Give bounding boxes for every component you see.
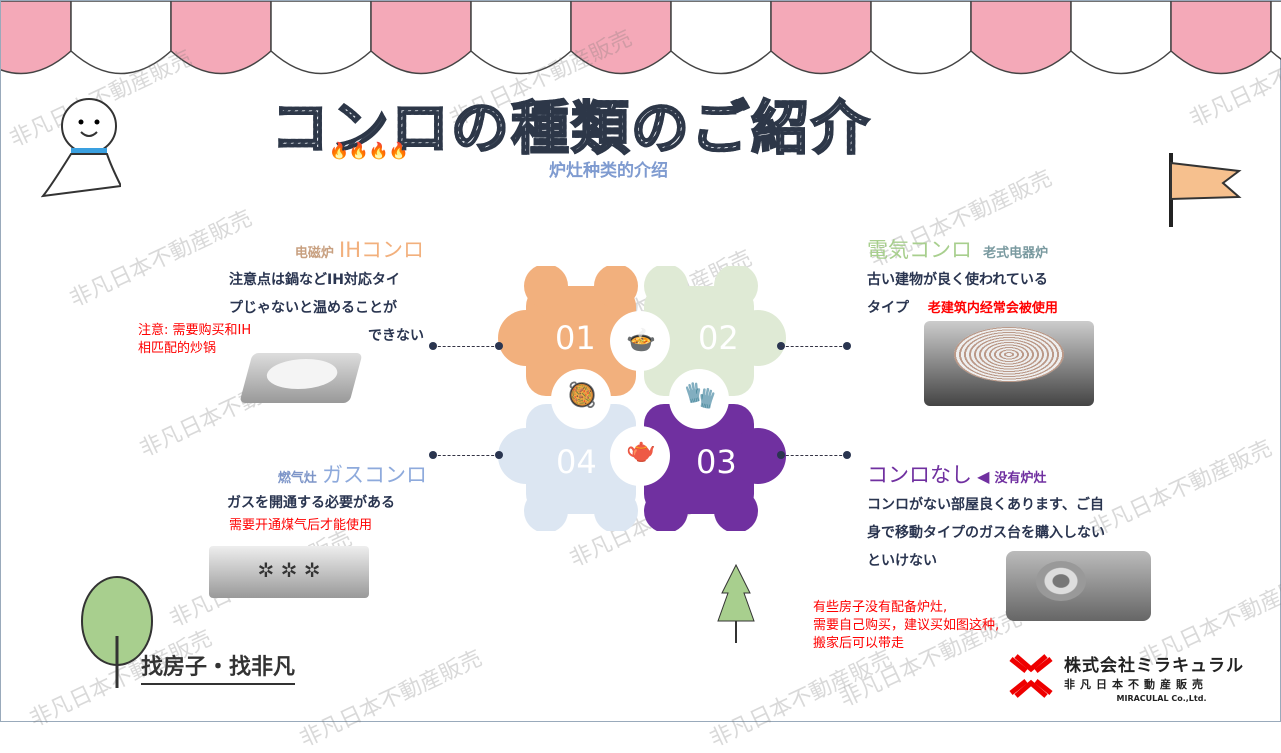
ih-heading: IHコンロ xyxy=(339,238,424,262)
company-logo xyxy=(1009,654,1053,698)
gas-desc: ガスを開通する必要がある xyxy=(227,495,395,511)
connector-line xyxy=(433,346,499,347)
company-name-cn: 非凡日本不動産販売 xyxy=(1064,678,1208,691)
gas-note: 需要开通煤气后才能使用 xyxy=(229,518,373,533)
connector-dot xyxy=(843,342,851,350)
puzzle-number-02: 02 xyxy=(698,319,739,357)
slogan: 找房子・找非凡 xyxy=(141,649,296,685)
company-block: 株式会社ミラキュラル 非凡日本不動産販売 MIRACULAL Co.,Ltd. xyxy=(1064,651,1259,703)
puzzle-graphic xyxy=(498,266,786,531)
none-desc-line: コンロがない部屋良くあります、ご自 xyxy=(867,497,1104,513)
pot-icon: 🥘 xyxy=(567,381,597,409)
ih-tag: 电磁炉 xyxy=(294,246,334,261)
connector-dot xyxy=(495,342,503,350)
ih-section: 电磁炉 IHコンロ 注意点は鍋などIH対応タイ プじゃないと温めることが できな… xyxy=(229,234,424,350)
electric-note: 老建筑内经常会被使用 xyxy=(927,301,1058,316)
gas-section: 燃气灶 ガスコンロ ガスを開通する必要がある 需要开通煤气后才能使用 xyxy=(227,459,427,535)
tree-icon xyxy=(81,576,153,688)
arrow-left-icon: ◀ xyxy=(977,467,990,486)
awning-decoration xyxy=(1,1,1281,75)
puzzle-number-04: 04 xyxy=(556,443,597,481)
connector-dot xyxy=(843,451,851,459)
portable-stove-image xyxy=(1006,551,1151,621)
company-name-ja: 株式会社ミラキュラル xyxy=(1064,656,1244,676)
company-name-en: MIRACULAL Co.,Ltd. xyxy=(1116,694,1207,703)
page-subtitle: 炉灶种类的介绍 xyxy=(549,161,668,181)
none-heading: コンロなし xyxy=(867,463,972,487)
puzzle-number-01: 01 xyxy=(555,319,596,357)
kettle-icon: 🫖 xyxy=(626,436,656,464)
none-desc-line: 身で移動タイプのガス台を購入しない xyxy=(867,525,1105,541)
electric-tag: 老式电器炉 xyxy=(983,246,1049,261)
puzzle-piece-01 xyxy=(498,266,638,396)
ih-desc-line: できない xyxy=(368,328,424,344)
pot-icon: 🍲 xyxy=(626,326,656,354)
none-note: 有些房子没有配备炉灶,需要自己购买，建议买如图这种,搬家后可以带走 xyxy=(813,600,1000,651)
none-section: コンロなし ◀ 没有炉灶 コンロがない部屋良くあります、ご自身で移動タイプのガス… xyxy=(867,459,1157,575)
ghost-mascot xyxy=(40,96,123,206)
connector-line xyxy=(433,455,499,456)
none-tag: 没有炉灶 xyxy=(994,471,1047,486)
ih-desc-line: 注意点は鍋などIH対応タイ xyxy=(229,272,400,288)
burner-icon: 🔥🔥🔥🔥 xyxy=(329,141,409,160)
connector-line xyxy=(781,346,847,347)
electric-stove-image xyxy=(924,321,1094,406)
watermark-text: 非凡日本不動産販売 xyxy=(66,206,257,313)
puzzle-number-03: 03 xyxy=(696,443,737,481)
ih-cooker-image xyxy=(239,353,363,403)
puzzle-piece-02 xyxy=(644,266,786,396)
electric-desc-line: タイプ xyxy=(867,300,909,316)
ih-desc-line: プじゃないと温めることが xyxy=(229,300,397,316)
electric-heading: 電気コンロ xyxy=(867,238,972,262)
watermark-text: 非凡日本不動産販売 xyxy=(706,646,897,753)
connector-line xyxy=(781,455,847,456)
puzzle-piece-04 xyxy=(498,404,638,531)
flag-icon xyxy=(1169,153,1242,227)
puzzle-piece-03 xyxy=(644,404,786,531)
page-title: コンロの種類のご紹介 xyxy=(270,81,871,165)
gas-heading: ガスコンロ xyxy=(322,463,427,487)
watermark-text: 非凡日本不動産販売 xyxy=(296,646,487,753)
gas-stove-image: ✲ ✲ ✲ xyxy=(209,546,369,598)
connector-dot xyxy=(495,451,503,459)
none-desc-line: といけない xyxy=(867,553,937,569)
electric-desc-line: 古い建物が良く使われている xyxy=(867,272,1048,288)
gas-tag: 燃气灶 xyxy=(277,471,317,486)
electric-section: 電気コンロ 老式电器炉 古い建物が良く使われているタイプ 老建筑内经常会被使用 xyxy=(867,234,1127,322)
mitten-icon: 🧤 xyxy=(684,381,717,411)
pine-tree-icon xyxy=(717,563,755,643)
